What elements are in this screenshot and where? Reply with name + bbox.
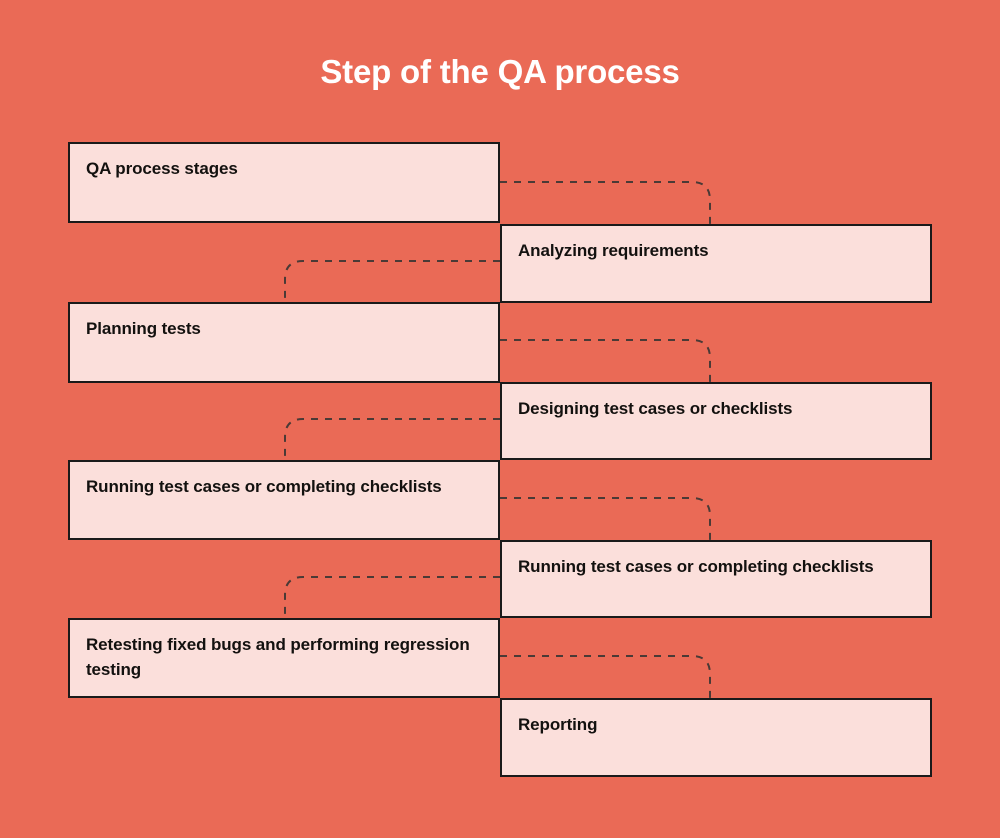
page-title: Step of the QA process [320,53,680,90]
connector-5-to-6 [500,497,711,540]
step-box-7[interactable]: Retesting fixed bugs and performing regr… [68,618,500,698]
step-label-2: Analyzing requirements [518,241,709,260]
connector-2-to-3 [284,260,500,303]
step-label-5: Running test cases or completing checkli… [86,477,442,496]
step-label-3: Planning tests [86,319,201,338]
step-box-1[interactable]: QA process stages [68,142,500,223]
connector-6-to-7 [284,576,500,619]
step-box-4[interactable]: Designing test cases or checklists [500,382,932,460]
step-label-8: Reporting [518,715,598,734]
step-box-5[interactable]: Running test cases or completing checkli… [68,460,500,540]
step-box-3[interactable]: Planning tests [68,302,500,383]
step-box-6[interactable]: Running test cases or completing checkli… [500,540,932,618]
connector-3-to-4 [500,339,711,382]
step-box-2[interactable]: Analyzing requirements [500,224,932,303]
step-label-1: QA process stages [86,159,238,178]
step-label-4: Designing test cases or checklists [518,399,793,418]
connector-7-to-8 [500,655,711,698]
step-label-6: Running test cases or completing checkli… [518,557,874,576]
connector-1-to-2 [500,181,711,224]
connector-4-to-5 [284,418,500,461]
step-label-7: Retesting fixed bugs and performing regr… [86,635,470,679]
step-box-8[interactable]: Reporting [500,698,932,777]
